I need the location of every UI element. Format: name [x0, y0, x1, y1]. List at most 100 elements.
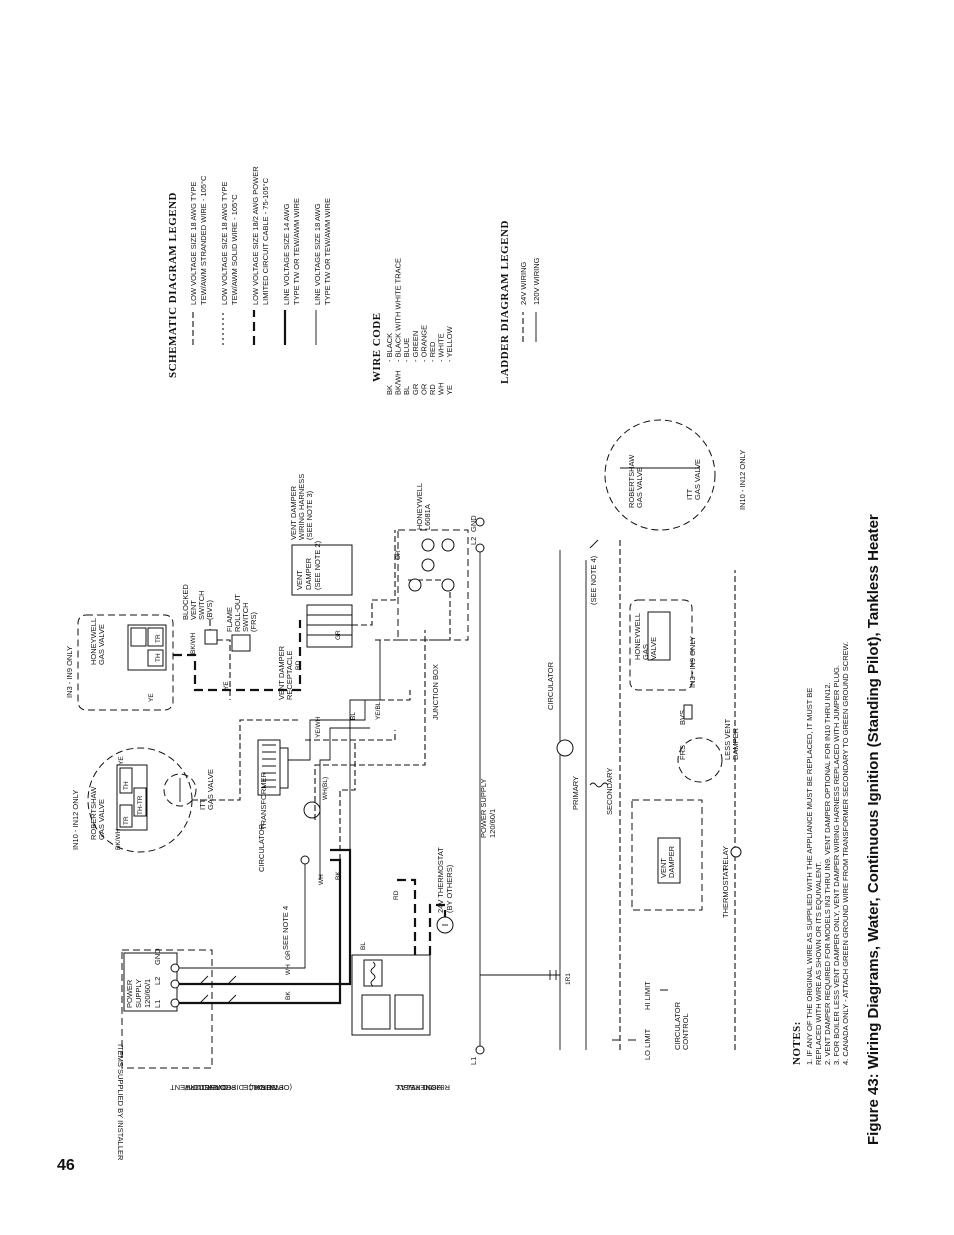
legend-item-2: LOW VOLTAGE SIZE 18 AWG TYPE: [220, 181, 229, 305]
itt-label-2: GAS VALVE: [206, 769, 215, 810]
vent-harness-label-3: (SEE NOTE 3): [305, 490, 314, 540]
wire-code-2-code: BL: [402, 386, 411, 395]
wire-code-1-code: BK/WH: [394, 370, 403, 395]
tag-whbl: WH(BL): [322, 777, 329, 800]
note-4: 4. CANADA ONLY - ATTACH GREEN GROUND WIR…: [841, 642, 850, 1065]
l6081a-w: [408, 578, 422, 592]
tag-yewh: YE/WH: [315, 716, 322, 738]
ladder-circ-control-2: CONTROL: [681, 1013, 690, 1050]
ladder-circulator-label: CIRCULATOR: [546, 661, 555, 710]
ladder-l2-label: L2: [469, 537, 478, 545]
ladder-vent-damper: [657, 837, 681, 884]
thermostat-label-2: (BY OTHERS): [445, 864, 454, 913]
ladder-rs-label-2: GAS VALVE: [635, 467, 644, 508]
note-1b: REPLACED WITH WIRE AS SHOWN OR ITS EQUIV…: [814, 862, 823, 1065]
l6081a-r2: [441, 578, 455, 592]
figure-caption: Figure 43: Wiring Diagrams, Water, Conti…: [865, 514, 882, 1145]
relay-label-1: HONEYWELL: [395, 1083, 442, 1092]
wire-code-5-name: - RED: [428, 341, 437, 362]
ladder-r1: 1R1: [565, 973, 572, 985]
tag-rd-2: RD: [393, 890, 400, 900]
disconnect-label-3: DISCONNECT: [194, 1083, 244, 1092]
circulator-label: CIRCULATOR: [257, 823, 266, 872]
rs-valve-tr: TR: [123, 816, 130, 825]
tag-yebl: YE/BL: [375, 701, 382, 720]
vent-damper-label-3: (SEE NOTE 2): [313, 540, 322, 590]
honeywell-valve-label-2: GAS VALVE: [97, 624, 106, 665]
tag-gr-1: GR: [335, 630, 342, 640]
ladder-secondary-label: SECONDARY: [605, 768, 614, 815]
bvs-label-1: BLOCKED: [181, 584, 190, 620]
legend-item-5: LINE VOLTAGE SIZE 18 AWG: [313, 203, 322, 305]
wire-code-7-code: YE: [445, 385, 454, 395]
in3-in9-label: IN3 - IN9 ONLY: [65, 646, 74, 698]
items-supplied-label: ITEMS SUPPLIED BY INSTALLER: [116, 1044, 125, 1161]
ladder-less-vent-region: [677, 737, 723, 783]
wire-code-6-name: - WHITE: [437, 333, 446, 362]
bvs-label-2: VENT: [189, 600, 198, 620]
ladder-vent-label-2: DAMPER: [667, 845, 676, 878]
itt-label-1: ITT: [198, 798, 207, 810]
vent-harness-label-2: WIRING HARNESS: [297, 474, 306, 540]
term-l1-dot: [170, 998, 180, 1008]
tag-ye-1: YE: [148, 693, 155, 702]
l6081a-g: [421, 558, 435, 572]
term-l2-dot: [170, 979, 180, 989]
ladder-lo-limit: LO LIMIT: [643, 1028, 652, 1060]
ladder-in3-in9: IN3 - IN9 ONLY: [688, 636, 697, 688]
hw-valve-tr: TR: [155, 634, 162, 643]
tag-ye-3: YE: [118, 756, 125, 765]
schematic-legend: SCHEMATIC DIAGRAM LEGEND LOW VOLTAGE SIZ…: [167, 166, 332, 378]
tag-bl-1: BL: [350, 712, 357, 720]
legend-item-3: LOW VOLTAGE SIZE 18/2 AWG POWER: [251, 166, 260, 305]
ladder-itt-label-1: ITT: [685, 488, 694, 500]
wire-code-4-name: - ORANGE: [419, 325, 428, 362]
tag-bl-2: BL: [360, 942, 367, 950]
rs-valve-thtr: TH-TR: [137, 795, 144, 815]
vent-receptacle-label-2: RECEPTACLE: [285, 651, 294, 700]
term-l2: L2: [153, 977, 162, 985]
wire-code-4-code: OR: [419, 383, 428, 395]
junction-box-label: JUNCTION BOX: [431, 664, 440, 720]
honeywell-valve-region: [77, 614, 174, 711]
tag-bkwh-2: BK/WH: [115, 828, 122, 850]
ladder-frs-label: FRS: [678, 745, 687, 760]
ladder-l1-label: L1: [469, 1057, 478, 1065]
vent-damper-label-2: DAMPER: [304, 557, 313, 590]
robertshaw-label-2: GAS VALVE: [97, 799, 106, 840]
vent-damper-box: [291, 544, 353, 596]
schematic-legend-title: SCHEMATIC DIAGRAM LEGEND: [167, 192, 179, 378]
ladder-see-note-4: (SEE NOTE 4): [589, 555, 598, 605]
term-l1: L1: [153, 1000, 162, 1008]
ladder-diagram: L1 L2 GND POWER SUPPLY 120/60/1 1R1 CIRC…: [469, 419, 747, 1065]
ladder-legend-title: LADDER DIAGRAM LEGEND: [499, 220, 511, 384]
legend-item-1b: TEW/AWM STRANDED WIRE - 105°C: [199, 175, 208, 305]
legend-item-4b: TYPE TW OR TEW/AWM WIRE: [292, 198, 301, 305]
tag-bk-1: BK: [335, 871, 342, 880]
ladder-legend-120v: 120V WIRING: [532, 257, 541, 305]
honeywell-valve-label-1: HONEYWELL: [89, 618, 98, 665]
robertshaw-label-1: ROBERTSHAW: [89, 786, 98, 840]
ladder-hw-label-1: HONEYWELL: [633, 613, 642, 660]
ladder-itt-label-2: GAS VALVE: [693, 459, 702, 500]
note-3: 3. FOR BOILER LESS VENT DAMPER ONLY, VEN…: [832, 665, 841, 1065]
wire-code-3-code: GR: [411, 383, 420, 395]
vent-damper-receptacle: [306, 604, 353, 648]
vent-receptacle-label-1: VENT DAMPER: [277, 645, 286, 700]
tag-or-1: OR: [395, 550, 402, 560]
legend-item-1: LOW VOLTAGE SIZE 18 AWG TYPE: [189, 181, 198, 305]
l6081a-r: [441, 538, 455, 552]
schematic-diagram: ITEMS SUPPLIED BY INSTALLER POWER SUPPLY…: [65, 474, 469, 1161]
l6081a-label-1: HONEYWELL: [415, 483, 424, 530]
ladder-circ-control-1: CIRCULATOR: [673, 1001, 682, 1050]
bvs-switch: [204, 629, 218, 645]
frs-label-1: FLAME: [225, 607, 234, 632]
ladder-bvs-label: BVS: [678, 710, 687, 725]
ladder-honeywell-valve: [647, 611, 671, 661]
wire-code-3-name: - GREEN: [411, 331, 420, 362]
legend-item-3b: LIMITED CIRCUIT CABLE - 75-105°C: [261, 177, 270, 305]
l6081a-label-2: L6081A: [423, 504, 432, 530]
legend-item-2b: TEW/AWM SOLID WIRE - 105°C: [230, 194, 239, 305]
